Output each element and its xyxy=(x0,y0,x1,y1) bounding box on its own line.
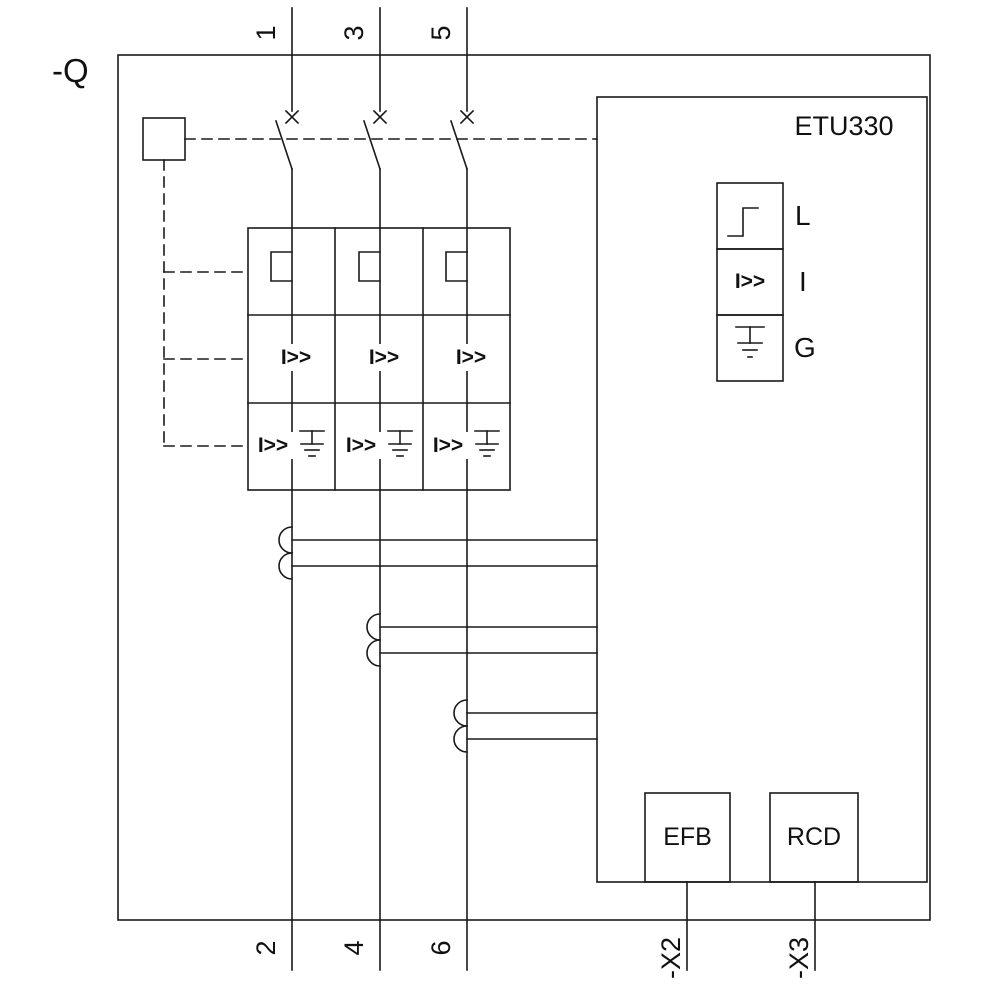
contact-cross-icon xyxy=(284,109,300,125)
terminal-label-2: 2 xyxy=(250,940,281,956)
rcd-module-box xyxy=(769,792,859,883)
efb-module-label: EFB xyxy=(663,823,712,851)
ground-icon xyxy=(735,326,765,358)
terminal-label-4: 4 xyxy=(338,940,369,956)
release-block-grid xyxy=(247,227,511,491)
terminal-label-1: 1 xyxy=(250,25,281,41)
long-time-release-icon xyxy=(445,251,468,282)
pole-1-conductor xyxy=(270,7,300,971)
breaker-designation: -Q xyxy=(52,52,89,89)
ground-icon xyxy=(387,430,413,457)
long-time-release-icon xyxy=(358,251,381,282)
mechanical-linkage-dashed xyxy=(163,138,598,447)
terminal-label-5: 5 xyxy=(425,25,456,41)
current-transformer-pole-3 xyxy=(453,699,598,753)
instantaneous-symbol: I>> xyxy=(734,270,766,293)
contact-cross-icon xyxy=(459,109,475,125)
rcd-module-label: RCD xyxy=(786,823,842,851)
pole-2-conductor xyxy=(358,7,388,971)
terminal-label-6: 6 xyxy=(425,940,456,956)
ground-icon xyxy=(474,430,500,457)
instantaneous-symbol: I>> xyxy=(425,432,471,459)
instantaneous-symbol: I>> xyxy=(273,344,319,371)
instantaneous-symbol: I>> xyxy=(338,432,384,459)
connector-label-x3: -X3 xyxy=(783,936,814,980)
function-box-G xyxy=(716,314,784,382)
pole-3-conductor xyxy=(445,7,475,971)
ground-icon xyxy=(299,430,325,457)
function-box-L xyxy=(716,182,784,250)
current-transformer-pole-2 xyxy=(366,613,598,667)
function-label-I: I xyxy=(799,266,807,297)
instantaneous-symbol: I>> xyxy=(250,432,296,459)
contact-cross-icon xyxy=(372,109,388,125)
operating-mechanism-icon xyxy=(142,117,186,161)
long-time-curve-icon xyxy=(727,207,759,237)
current-transformer-pole-1 xyxy=(278,526,598,580)
instantaneous-symbol: I>> xyxy=(448,344,494,371)
contact-blade-icon xyxy=(274,119,294,171)
terminal-label-3: 3 xyxy=(338,25,369,41)
long-time-release-icon xyxy=(270,251,293,282)
contact-blade-icon xyxy=(449,119,469,171)
function-label-G: G xyxy=(794,332,816,363)
breaker-outline-box xyxy=(117,54,931,921)
function-label-L: L xyxy=(795,200,811,231)
connector-label-x2: -X2 xyxy=(655,936,686,980)
instantaneous-symbol: I>> xyxy=(361,344,407,371)
etu-box xyxy=(596,96,928,883)
trip-unit-label: ETU330 xyxy=(794,111,894,141)
contact-blade-icon xyxy=(362,119,382,171)
